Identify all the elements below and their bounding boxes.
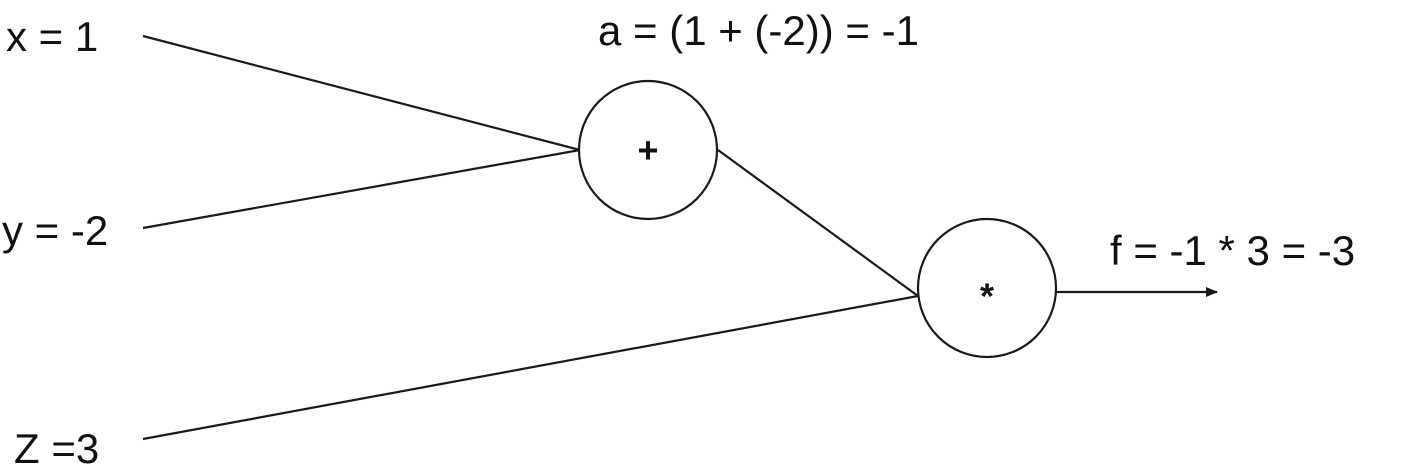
input-y-label: y = -2 xyxy=(2,207,108,254)
edge-x-to-add xyxy=(142,34,581,152)
input-z-label: Z =3 xyxy=(14,425,99,471)
multiply-node-symbol: * xyxy=(980,276,994,317)
input-x-label: x = 1 xyxy=(6,13,98,60)
edge-z-to-mul xyxy=(142,294,919,441)
output-annotation: f = -1 * 3 = -3 xyxy=(1110,227,1355,274)
multiply-node xyxy=(916,217,1058,359)
add-node-symbol: + xyxy=(637,130,658,171)
edge-y-to-add xyxy=(142,148,581,230)
add-result-annotation: a = (1 + (-2)) = -1 xyxy=(598,7,919,54)
edge-add-to-mul xyxy=(717,149,919,297)
add-node xyxy=(577,79,719,221)
